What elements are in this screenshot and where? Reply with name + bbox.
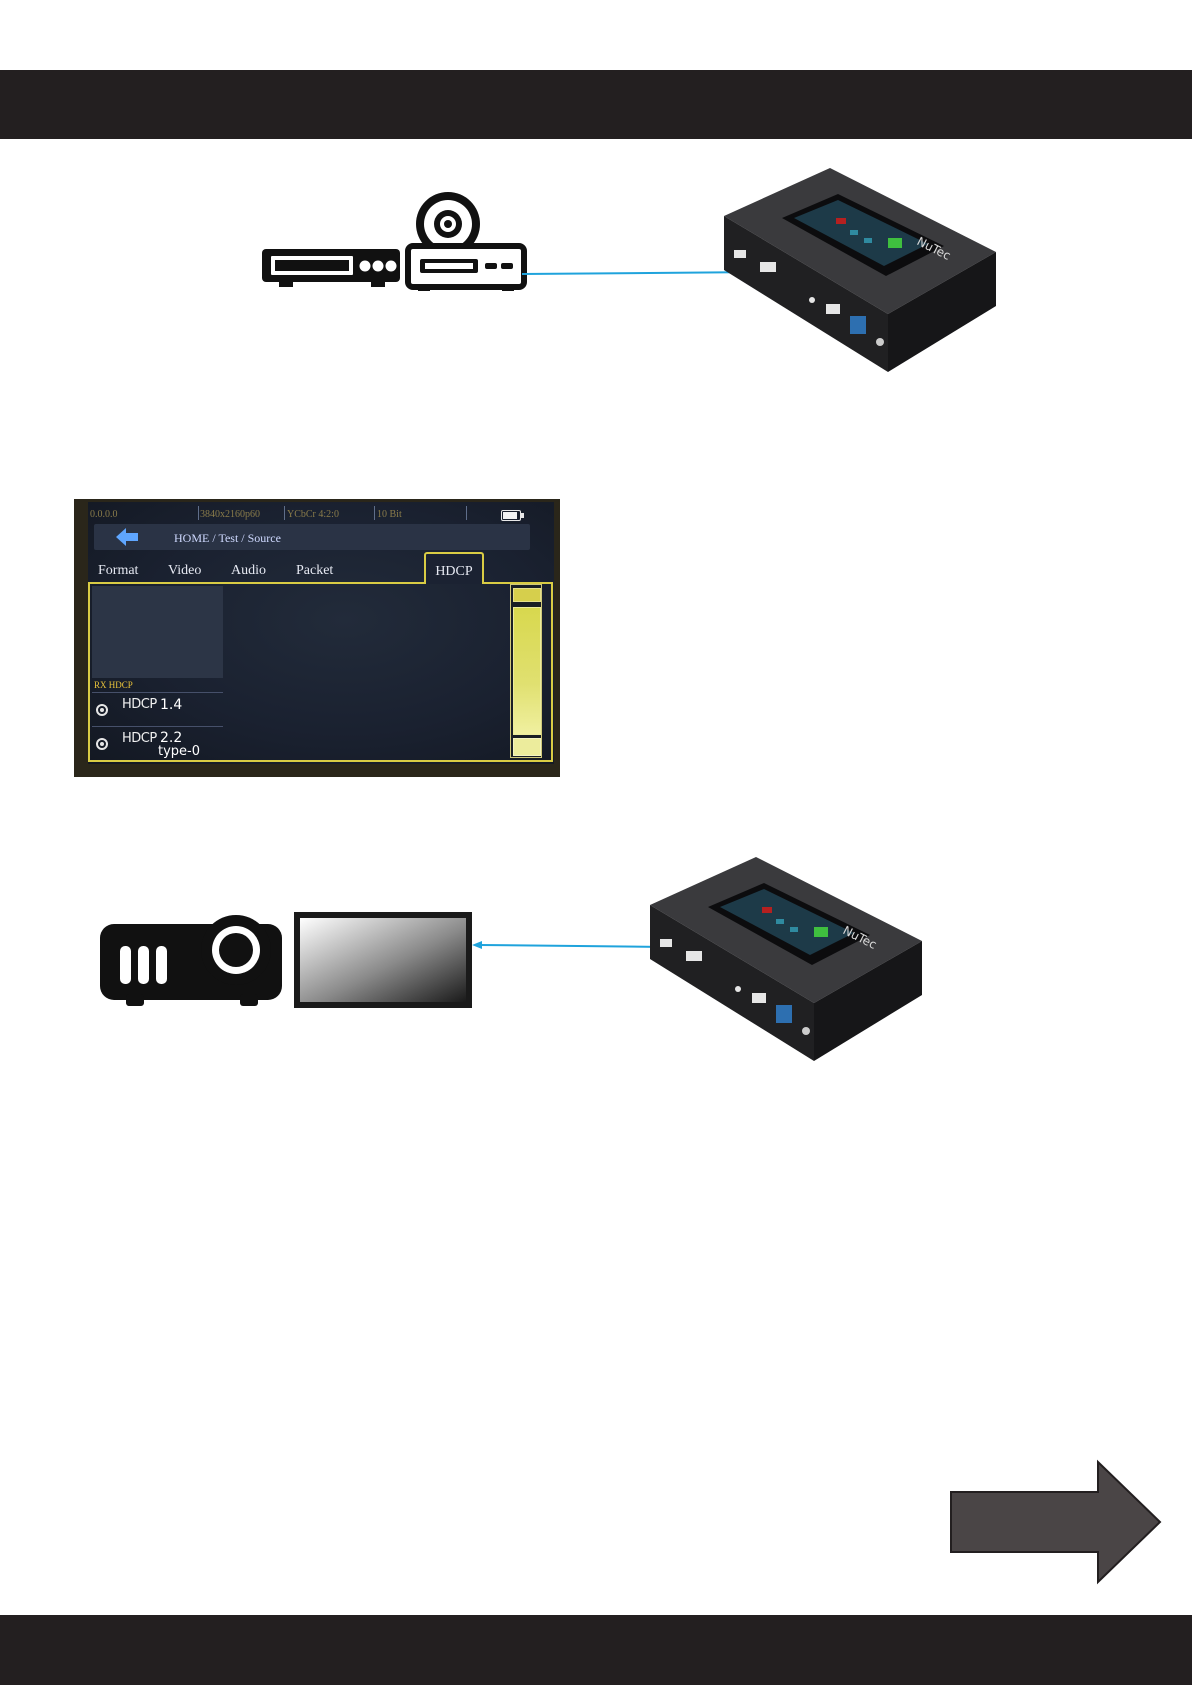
option-prefix: HDCP: [122, 697, 157, 712]
scroll-down-button[interactable]: [513, 738, 541, 756]
tester-device-bottom: NuTec: [646, 855, 928, 1065]
color-space-readout: YCbCr 4:2:0: [287, 509, 339, 520]
tab-video[interactable]: Video: [168, 563, 201, 579]
projector-icon: [98, 908, 286, 1008]
set-top-box-icon: [262, 249, 400, 287]
radio-button[interactable]: [96, 738, 108, 750]
tab-packet[interactable]: Packet: [296, 563, 333, 579]
status-bar: 0.0.0.0 3840x2160p60 YCbCr 4:2:0 10 Bit: [88, 502, 554, 524]
hdcp-option-2-2[interactable]: HDCP 2.2 type-0: [92, 726, 223, 761]
rx-hdcp-label: RX HDCP: [94, 680, 133, 690]
breadcrumb: HOME / Test / Source: [174, 531, 281, 546]
radio-button[interactable]: [96, 704, 108, 716]
hdcp-option-1-4[interactable]: HDCP 1.4: [92, 692, 223, 727]
lcd-screen: 0.0.0.0 3840x2160p60 YCbCr 4:2:0 10 Bit …: [88, 502, 554, 764]
option-version: 1.4: [160, 697, 182, 713]
disc-player-icon: [408, 192, 524, 291]
tab-audio[interactable]: Audio: [231, 563, 266, 579]
option-prefix: HDCP: [122, 731, 157, 746]
next-page-arrow-icon[interactable]: [948, 1458, 1164, 1586]
tab-format[interactable]: Format: [98, 563, 138, 579]
battery-icon: [501, 510, 521, 521]
bit-depth-readout: 10 Bit: [377, 509, 402, 520]
ip-address: 0.0.0.0: [90, 509, 118, 520]
display-icon: [292, 910, 474, 1010]
hdcp-panel: RX HDCP HDCP 1.4 HDCP 2.2 type-0: [88, 582, 553, 762]
tab-hdcp[interactable]: HDCP: [424, 552, 484, 584]
scroll-up-button[interactable]: [513, 588, 541, 602]
option-type: type-0: [158, 744, 200, 759]
footer-band: [0, 1615, 1192, 1685]
tester-screenshot: 0.0.0.0 3840x2160p60 YCbCr 4:2:0 10 Bit …: [74, 499, 560, 777]
back-arrow-icon[interactable]: [116, 528, 138, 546]
hdmi-cable-out: [470, 936, 670, 956]
scrollbar[interactable]: [510, 584, 542, 758]
tester-device-top: NuTec: [720, 166, 1002, 376]
breadcrumb-bar: HOME / Test / Source: [94, 524, 530, 550]
resolution-readout: 3840x2160p60: [200, 509, 260, 520]
header-band: [0, 70, 1192, 139]
preview-area: [92, 586, 223, 678]
source-devices: [258, 186, 528, 291]
scroll-thumb[interactable]: [513, 607, 541, 735]
